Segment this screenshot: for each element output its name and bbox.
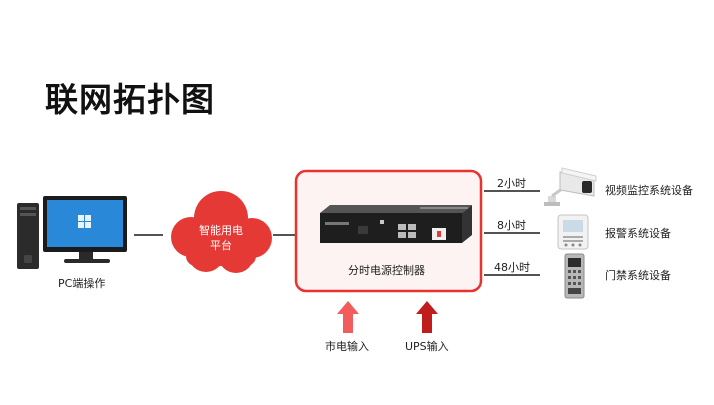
ups-input-arrow	[416, 301, 438, 333]
page-title: 联网拓扑图	[45, 80, 215, 119]
cloud-label-line1: 智能用电	[199, 223, 243, 237]
output-time-label: 2小时	[497, 177, 526, 190]
output-time-label: 8小时	[497, 219, 526, 232]
device-label: 报警系统设备	[605, 227, 671, 240]
ups-input-label: UPS输入	[405, 340, 449, 353]
cctv-camera-icon	[544, 167, 597, 206]
pc-label: PC端操作	[58, 277, 106, 290]
cloud-icon	[171, 191, 272, 273]
desktop-pc-icon	[17, 196, 127, 269]
mains-input-arrow	[337, 301, 359, 333]
device-label: 门禁系统设备	[605, 269, 671, 282]
mains-input-label: 市电输入	[325, 340, 369, 353]
door-access-panel-icon	[564, 253, 585, 299]
alarm-panel-icon	[557, 214, 589, 250]
device-label: 视频监控系统设备	[605, 184, 693, 197]
controller-label: 分时电源控制器	[348, 264, 425, 277]
cloud-label-line2: 平台	[210, 238, 232, 252]
output-time-label: 48小时	[494, 261, 530, 274]
rack-controller-icon	[320, 205, 472, 243]
